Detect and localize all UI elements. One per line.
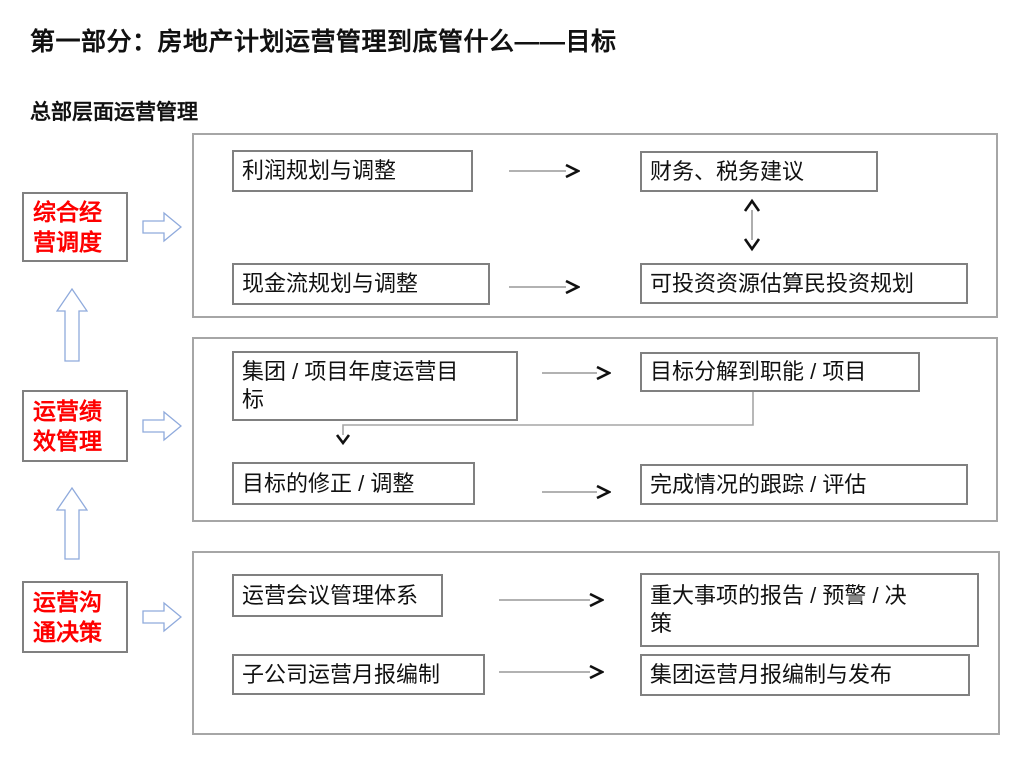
up-block-arrow-icon: [56, 487, 88, 560]
node-finance-tax-advice: 财务、税务建议: [640, 151, 878, 192]
node-cashflow-planning: 现金流规划与调整: [232, 263, 490, 305]
node-annual-operation-targets: 集团 / 项目年度运营目 标: [232, 351, 518, 421]
elbow-down-connector-icon: [335, 392, 754, 446]
node-text: 运营会议管理体系: [242, 582, 419, 608]
label-integrated-dispatch: 综合经 营调度: [22, 192, 128, 262]
up-block-arrow-icon: [56, 288, 88, 362]
label-text: 运营沟 通决策: [33, 588, 102, 645]
label-text: 运营绩 效管理: [33, 397, 102, 454]
right-block-arrow-icon: [142, 410, 182, 442]
node-text: 现金流规划与调整: [242, 271, 419, 297]
thin-right-arrow-icon: [542, 365, 611, 381]
node-group-monthly-report: 集团运营月报编制与发布: [640, 654, 970, 696]
label-communication-decision: 运营沟 通决策: [22, 581, 128, 653]
label-text: 综合经 营调度: [33, 198, 102, 255]
node-text: 集团 / 项目年度运营目 标: [242, 359, 459, 412]
node-major-issue-reporting: 重大事项的报告 / 预警 / 决 策: [640, 573, 979, 647]
thin-right-arrow-icon: [509, 163, 580, 179]
thin-right-arrow-icon: [542, 484, 611, 500]
node-text: 可投资资源估算民投资规划: [650, 270, 915, 296]
node-text: 完成情况的跟踪 / 评估: [650, 471, 867, 497]
node-completion-tracking: 完成情况的跟踪 / 评估: [640, 464, 968, 505]
right-block-arrow-icon: [142, 211, 182, 243]
node-subsidiary-monthly-report: 子公司运营月报编制: [232, 654, 485, 695]
node-profit-planning: 利润规划与调整: [232, 150, 473, 192]
node-target-revision: 目标的修正 / 调整: [232, 462, 475, 505]
node-text: 目标的修正 / 调整: [242, 470, 415, 496]
node-target-decomposition: 目标分解到职能 / 项目: [640, 352, 920, 392]
label-performance-management: 运营绩 效管理: [22, 390, 128, 462]
node-text: 集团运营月报编制与发布: [650, 662, 893, 688]
double-vertical-arrow-icon: [743, 198, 761, 252]
page-title: 第一部分：房地产计划运营管理到底管什么——目标: [30, 28, 617, 56]
node-operation-meeting-system: 运营会议管理体系: [232, 574, 443, 617]
node-investable-resources: 可投资资源估算民投资规划: [640, 263, 968, 304]
node-text: 利润规划与调整: [242, 158, 397, 184]
node-text: 目标分解到职能 / 项目: [650, 359, 867, 385]
section-heading: 总部层面运营管理: [30, 101, 198, 124]
node-text: 重大事项的报告 / 预警 / 决 策: [650, 583, 907, 636]
node-text: 财务、税务建议: [650, 158, 805, 184]
thin-right-arrow-icon: [509, 279, 580, 295]
thin-right-arrow-icon: [499, 592, 604, 608]
thin-right-arrow-icon: [499, 664, 604, 680]
node-text: 子公司运营月报编制: [242, 661, 441, 687]
right-block-arrow-icon: [142, 601, 182, 633]
